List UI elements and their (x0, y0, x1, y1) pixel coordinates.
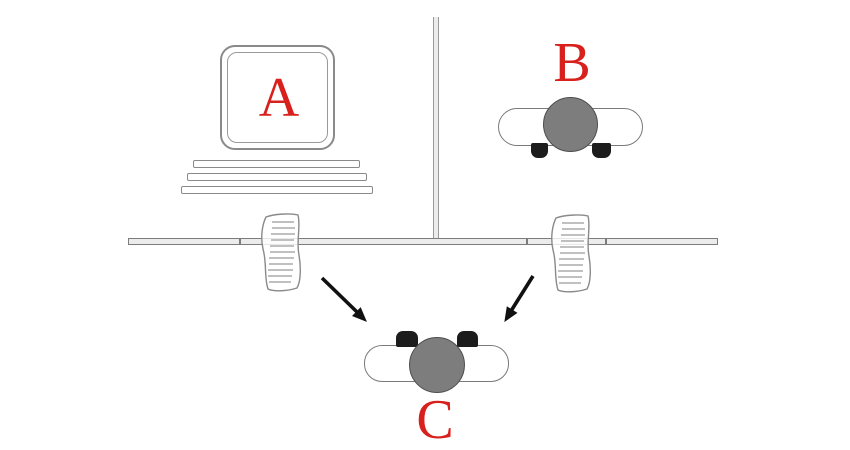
table-joint (605, 238, 607, 245)
monitor-screen (227, 52, 328, 143)
partition-wall-icon (433, 17, 439, 239)
paper-note-icon (261, 213, 302, 292)
label-interrogator-c: C (416, 388, 454, 450)
computer-base-step (187, 173, 367, 181)
computer-base-step (181, 186, 373, 194)
person-b-hand-left (531, 143, 548, 158)
label-human-b: B (553, 31, 591, 94)
label-computer-a: A (258, 66, 300, 129)
arrow-left-icon (320, 276, 367, 322)
computer-base-step (193, 160, 360, 168)
person-b-hand-right (592, 143, 611, 158)
person-c-hand-left (396, 331, 418, 347)
table-joint (526, 238, 528, 245)
person-b-head (543, 97, 598, 152)
arrow-right-icon (504, 275, 535, 323)
paper-note-icon (551, 214, 592, 293)
person-c-hand-right (457, 331, 478, 347)
computer-monitor-icon (220, 45, 335, 150)
table-joint (239, 238, 241, 245)
person-c-head (409, 337, 465, 393)
table-line-icon (128, 238, 718, 245)
